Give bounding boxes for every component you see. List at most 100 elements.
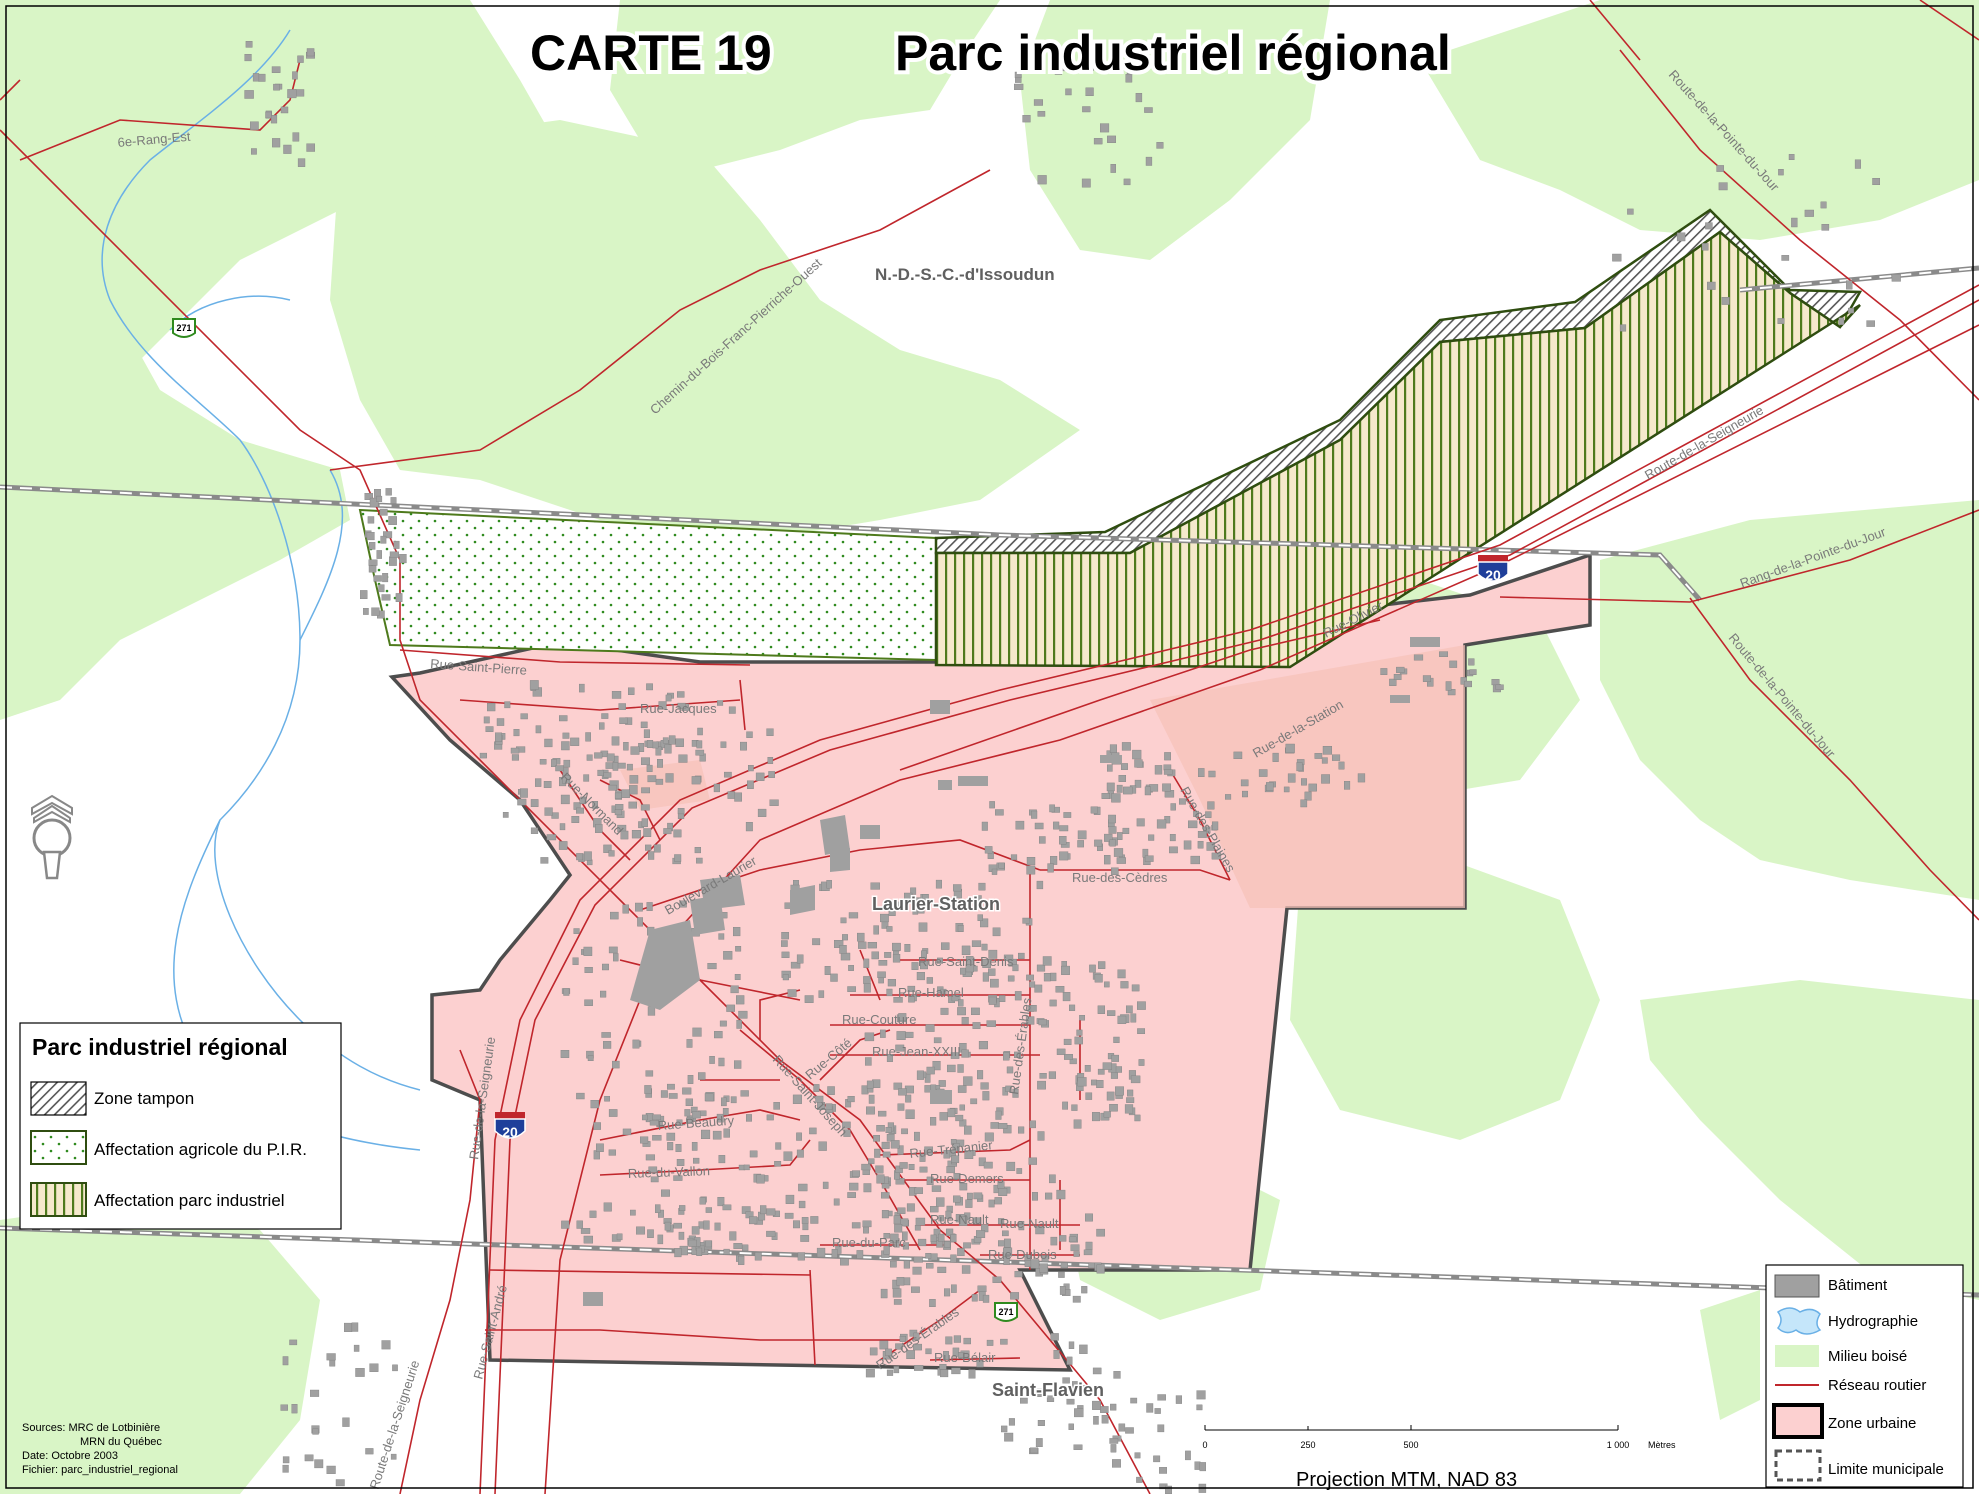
building [1165, 1485, 1173, 1494]
building [925, 1024, 935, 1032]
building [1072, 1295, 1081, 1303]
building [713, 783, 721, 793]
building [645, 1070, 654, 1077]
building [886, 1369, 894, 1376]
building [800, 1234, 810, 1242]
building [861, 1163, 871, 1171]
building [848, 912, 859, 919]
building [646, 683, 653, 691]
building [812, 938, 821, 946]
building [959, 1182, 968, 1191]
building [1106, 764, 1113, 772]
building [1134, 759, 1143, 768]
building [342, 1417, 350, 1427]
building [1287, 773, 1296, 783]
building [1389, 678, 1397, 687]
building [1144, 107, 1153, 113]
building [1037, 1131, 1045, 1141]
building [1038, 1019, 1047, 1026]
building [1130, 1013, 1137, 1023]
building [709, 1055, 715, 1064]
building [897, 1207, 906, 1214]
building [929, 1299, 936, 1308]
building [1718, 182, 1728, 191]
building [388, 516, 397, 525]
route-271-label-north: 271 [176, 323, 191, 333]
building [1134, 779, 1142, 788]
building [608, 784, 617, 791]
building [1068, 1004, 1076, 1011]
legend-label-road: Réseau routier [1828, 1377, 1926, 1394]
building [1111, 867, 1119, 875]
building [380, 535, 387, 544]
building [1001, 1425, 1008, 1433]
building [720, 741, 727, 748]
building [798, 1200, 806, 1209]
building [1062, 992, 1071, 1002]
building [1449, 660, 1458, 668]
building [749, 1216, 758, 1225]
building [596, 1143, 604, 1152]
place-issoudun: N.-D.-S.-C.-d'Issoudun [875, 265, 1055, 284]
building [535, 778, 542, 787]
building [369, 1363, 379, 1372]
building [857, 932, 865, 942]
building [1396, 666, 1405, 673]
building [892, 954, 901, 963]
building [1060, 1262, 1068, 1269]
legend-label-water: Hydrographie [1828, 1313, 1918, 1330]
building [1056, 1048, 1066, 1055]
building [1048, 1071, 1057, 1079]
street-label: Rue-Couture [842, 1012, 916, 1027]
building [988, 996, 997, 1005]
building [273, 83, 280, 91]
building [1224, 794, 1232, 800]
building [1091, 1112, 1100, 1122]
building [914, 1187, 923, 1194]
building [390, 1453, 397, 1460]
building [676, 1119, 683, 1126]
building [1053, 1349, 1060, 1359]
building [801, 1217, 809, 1224]
building [1039, 1072, 1047, 1079]
building [826, 880, 832, 889]
building [1034, 984, 1043, 993]
building [646, 740, 654, 748]
building [1197, 831, 1207, 838]
building [1056, 1189, 1066, 1200]
building [958, 999, 964, 1007]
building [913, 1343, 922, 1351]
building [961, 1265, 971, 1274]
building [1117, 1015, 1127, 1025]
building [886, 1133, 895, 1142]
building [1854, 159, 1861, 169]
building [655, 1204, 661, 1213]
building [1118, 775, 1127, 782]
building [886, 988, 893, 997]
building [935, 879, 942, 889]
building [586, 754, 593, 761]
building [884, 952, 892, 958]
building [885, 1126, 892, 1133]
building [1612, 253, 1622, 262]
building [258, 73, 266, 82]
building [849, 1182, 859, 1191]
building [1891, 274, 1901, 282]
building [1034, 822, 1044, 830]
building [1101, 793, 1111, 799]
building [1010, 854, 1018, 861]
building [911, 962, 919, 970]
building [603, 844, 612, 853]
building [881, 1192, 890, 1199]
building [642, 1114, 648, 1121]
building [944, 1288, 951, 1297]
building [848, 965, 854, 971]
building [817, 1101, 825, 1110]
building [882, 1151, 891, 1158]
building [643, 729, 650, 738]
street-label: Rue-Beaudry [657, 1113, 735, 1133]
street-label: Rue-Bélair [934, 1350, 996, 1365]
building [816, 1247, 826, 1258]
building [674, 854, 682, 862]
building [606, 753, 615, 762]
